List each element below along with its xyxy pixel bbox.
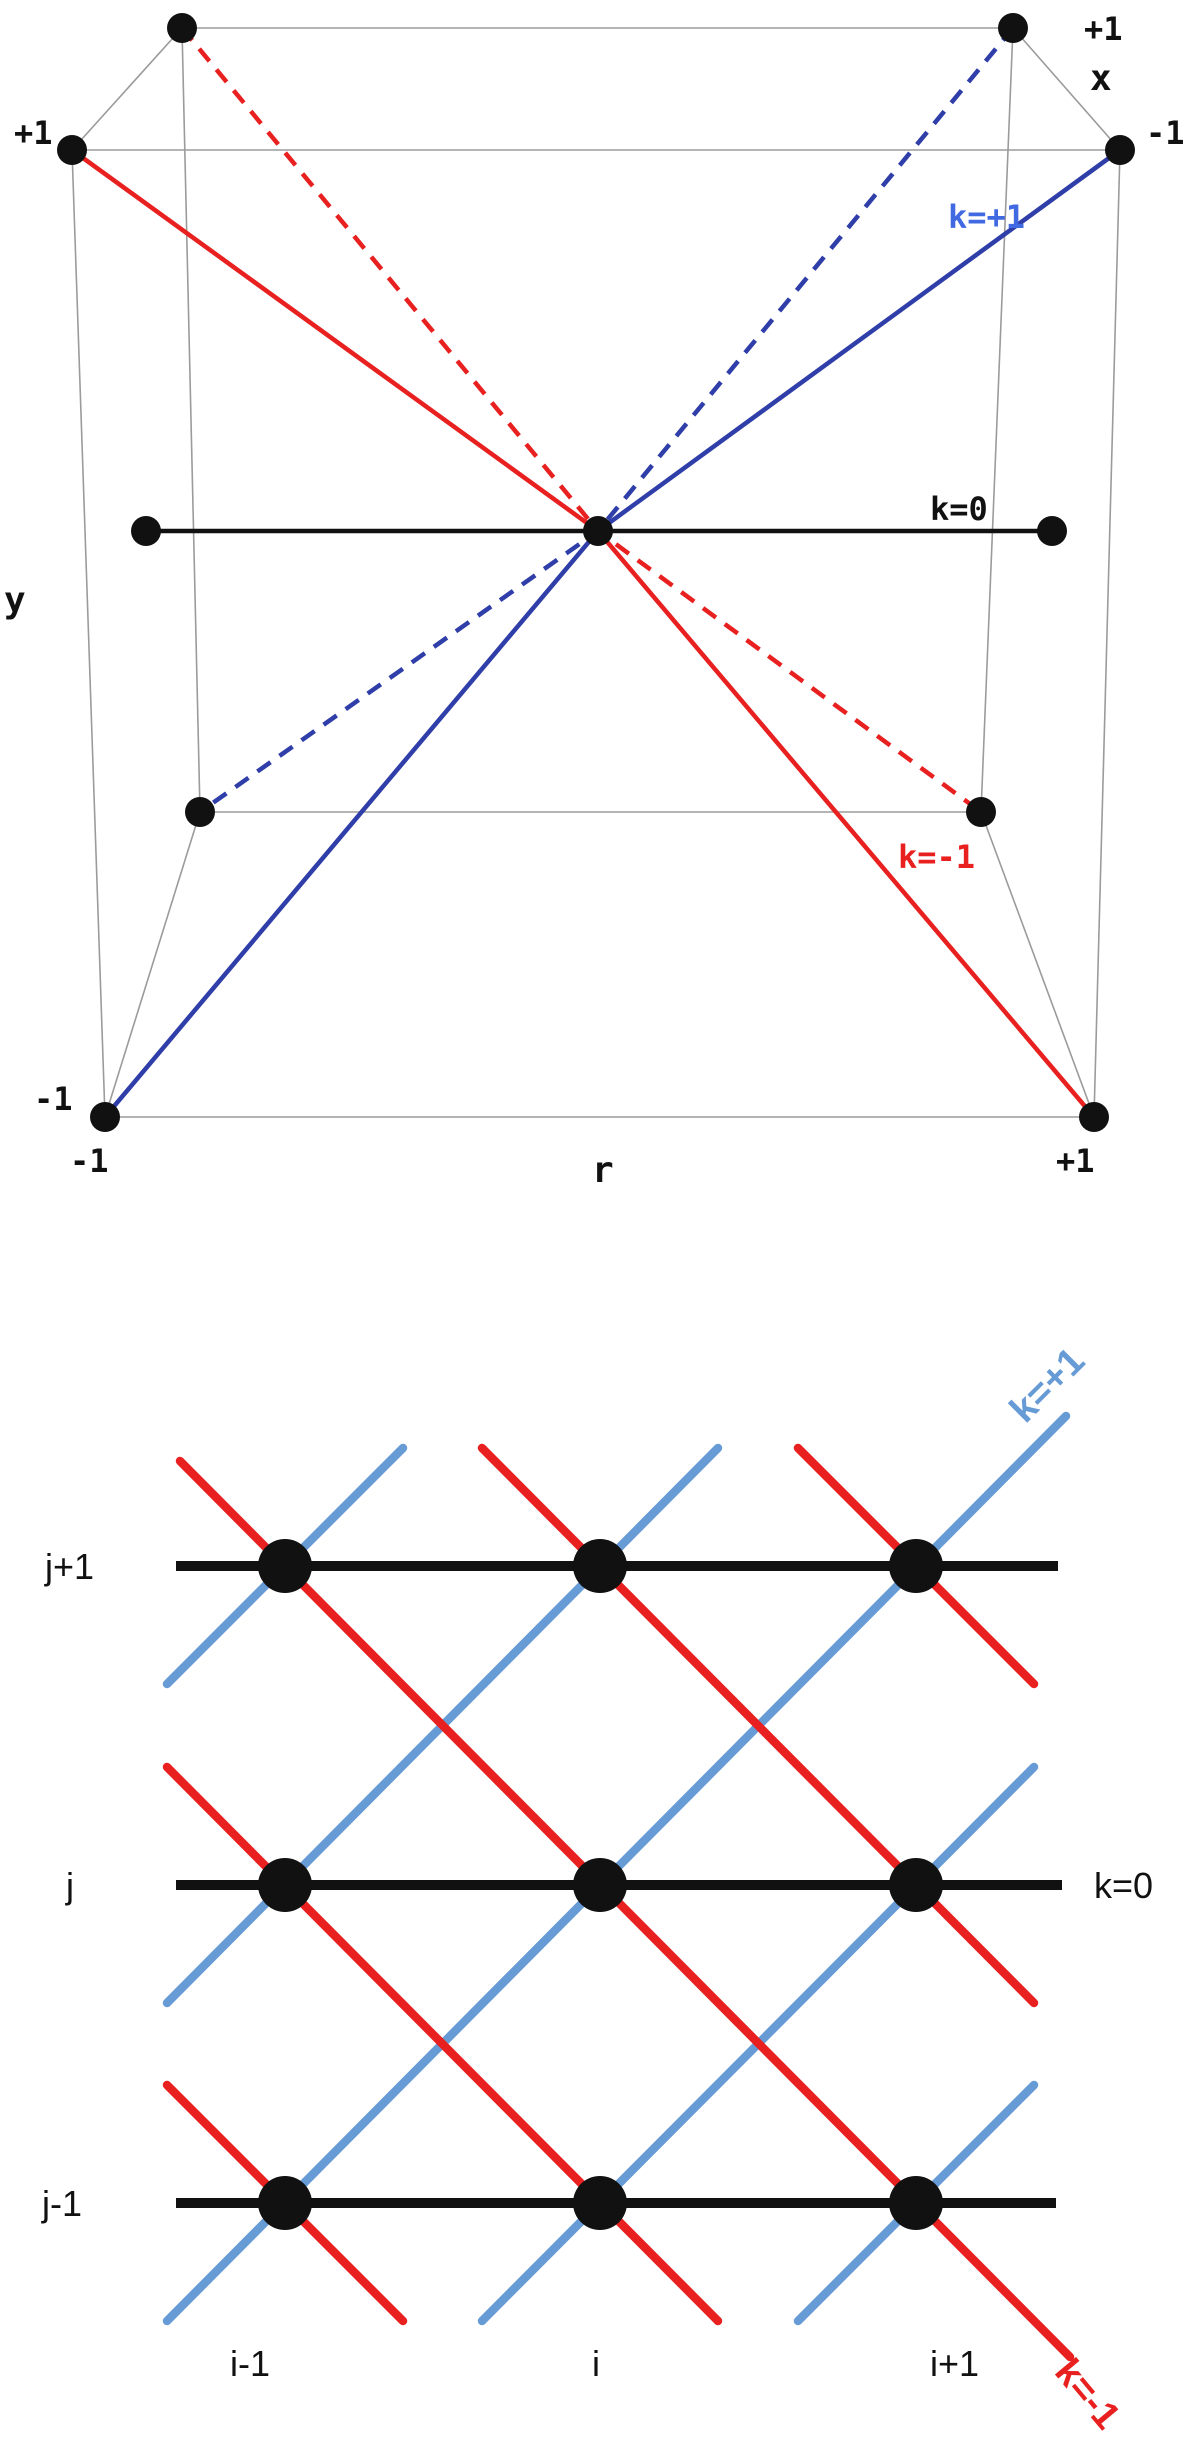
grid-node-dot xyxy=(258,2176,312,2230)
kline-label-k-plus1: k=+1 xyxy=(948,198,1025,236)
cube-node-dot xyxy=(1079,1102,1109,1132)
cube-node-dot xyxy=(167,13,197,43)
col-label-i-plus1: i+1 xyxy=(930,2343,979,2384)
corner-label-x-plus1: +1 xyxy=(1084,10,1123,48)
cube-node-dot xyxy=(90,1102,120,1132)
cube-node-dot xyxy=(1037,516,1067,546)
cube-edge xyxy=(980,27,1014,813)
corner-label-x-minus1: -1 xyxy=(1146,114,1185,152)
cube-node-dot xyxy=(57,135,87,165)
grid-node-dot xyxy=(573,1539,627,1593)
cube-node-dot xyxy=(131,516,161,546)
cube-node-dot xyxy=(185,797,215,827)
row-label-j: j xyxy=(65,1865,74,1906)
cube-edge xyxy=(181,27,201,813)
cube-node-dot xyxy=(583,516,613,546)
cube-node-dot xyxy=(998,13,1028,43)
cube-edge xyxy=(104,811,201,1118)
cube-edge xyxy=(71,149,106,1118)
grid-node-dot xyxy=(889,1858,943,1912)
cube-edge xyxy=(980,811,1095,1118)
k-minus1-diagonal xyxy=(477,1443,1039,2008)
cube-node-dot xyxy=(1105,135,1135,165)
grid-node-dot xyxy=(258,1858,312,1912)
axis-label-y: y xyxy=(4,580,26,621)
grid-node-dot xyxy=(573,2176,627,2230)
corner-label-y-plus1: +1 xyxy=(14,114,53,152)
cube-edge xyxy=(1093,149,1121,1118)
cube-edge xyxy=(1012,27,1121,151)
cube-node-dot xyxy=(966,797,996,827)
kline-label-k0: k=0 xyxy=(1094,1865,1153,1906)
k-minus1-diagonal xyxy=(162,1762,723,2326)
grid-node-dot xyxy=(258,1539,312,1593)
axis-label-r: r xyxy=(592,1150,614,1191)
kline-label-k-minus1: k=-1 xyxy=(898,838,975,876)
col-label-i: i xyxy=(592,2343,600,2384)
cube-edge xyxy=(71,27,183,151)
col-label-i-minus1: i-1 xyxy=(230,2343,270,2384)
axis-tick-r-minus1: -1 xyxy=(70,1142,109,1180)
row-label-j-plus1: j+1 xyxy=(44,1546,94,1587)
axis-label-x: x xyxy=(1090,58,1112,99)
grid-node-dot xyxy=(889,1539,943,1593)
grid-node-dot xyxy=(889,2176,943,2230)
grid-node-dot xyxy=(573,1858,627,1912)
corner-label-y-minus1: -1 xyxy=(34,1080,73,1118)
axis-tick-r-plus1: +1 xyxy=(1056,1142,1095,1180)
kline-label-k0: k=0 xyxy=(930,490,988,528)
row-label-j-minus1: j-1 xyxy=(41,2183,82,2224)
